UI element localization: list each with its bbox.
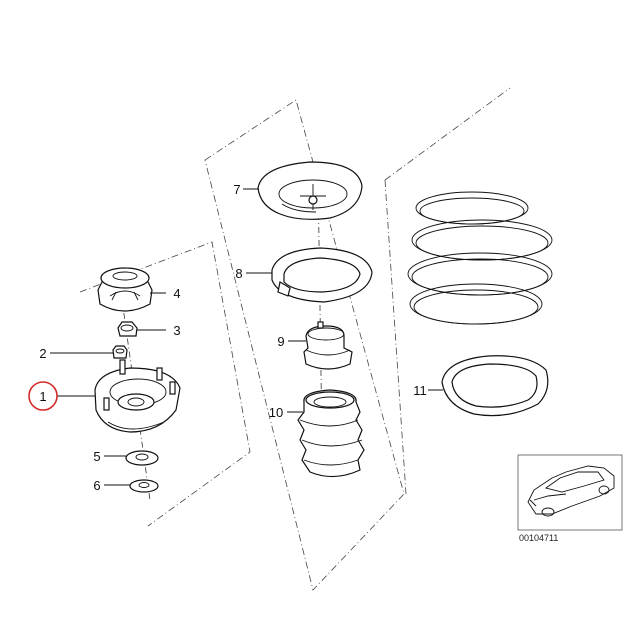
thumbnail-frame [517,454,623,531]
callout-label-2[interactable]: 2 [39,346,46,361]
callout-label-10[interactable]: 10 [269,405,283,420]
coil-spring [407,191,553,325]
part-10-dust-boot[interactable] [297,389,365,478]
callout-label-5[interactable]: 5 [93,449,100,464]
thumbnail-code: 00104711 [519,533,558,543]
part-2-nut[interactable] [112,345,128,359]
part-5-washer[interactable] [125,450,159,466]
part-3-nut[interactable] [117,321,138,337]
assembly-frame-right [384,87,511,495]
part-9-bump-stop[interactable] [303,321,353,370]
part-6-washer[interactable] [129,479,159,493]
vehicle-thumbnail [517,454,623,531]
part-11-spring-pad[interactable] [441,355,549,417]
callout-label-6[interactable]: 6 [93,478,100,493]
callout-label-9[interactable]: 9 [277,334,284,349]
callout-1-highlight [28,381,58,411]
callout-label-8[interactable]: 8 [235,266,242,281]
callout-label-4[interactable]: 4 [173,286,180,301]
leader-lines [50,188,443,486]
assembly-frame-middle [204,99,405,591]
part-8-spring-pad[interactable] [271,247,373,303]
callout-label-3[interactable]: 3 [173,323,180,338]
callout-label-11[interactable]: 11 [413,383,427,398]
car-icon [527,465,615,517]
part-4-cap[interactable] [97,267,153,312]
callout-label-1[interactable]: 1 [39,389,46,404]
part-1-strut-mount[interactable] [94,359,181,433]
assembly-frame-left [79,241,251,527]
part-7-spring-seat[interactable] [257,161,363,220]
callout-label-7[interactable]: 7 [233,182,240,197]
